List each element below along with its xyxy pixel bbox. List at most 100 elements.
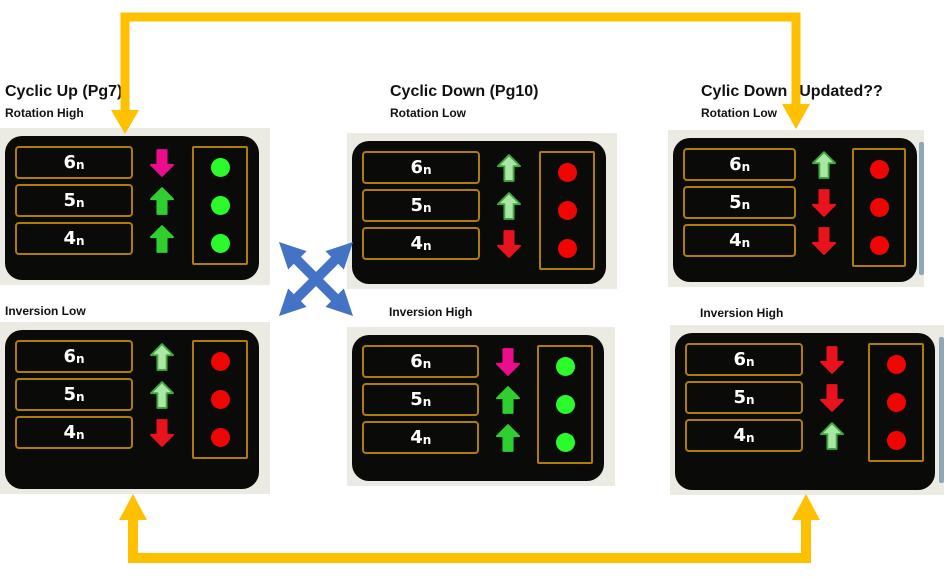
channel-label: 6 <box>733 348 746 370</box>
status-dot <box>210 352 230 371</box>
up-arrow-icon <box>150 340 174 373</box>
up-arrow-icon <box>812 148 837 181</box>
up-arrow-icon <box>497 189 521 222</box>
channel-label-suffix: n <box>75 195 85 210</box>
green-light-icon <box>555 388 575 421</box>
green-light-icon <box>555 350 575 383</box>
channel-label: 5 <box>410 194 423 216</box>
channel-label: 6 <box>410 156 423 178</box>
red-light-icon <box>557 232 577 265</box>
channel-label: 5 <box>729 191 742 213</box>
status-dot <box>869 198 889 217</box>
channel-label: 4 <box>733 424 746 446</box>
title-part-1: Cylic Down <box>701 83 788 100</box>
panel-subtitle: Rotation Low <box>390 106 466 120</box>
title-inversion-low: Inversion Low <box>5 304 86 318</box>
channel-label-suffix: n <box>422 162 432 177</box>
panel-title: Cyclic Up (Pg7) <box>5 83 123 100</box>
title-part-2: Updated?? <box>799 83 883 100</box>
status-dot <box>869 160 889 179</box>
red-light-icon <box>210 383 230 416</box>
channel-label-suffix: n <box>75 427 85 442</box>
down-arrow-icon <box>820 343 844 376</box>
title-cyclic-down: Cyclic Down (Pg10) Rotation Low <box>390 82 538 120</box>
channel-label-suffix: n <box>75 233 85 248</box>
status-dot <box>555 433 575 452</box>
status-dot <box>210 158 230 177</box>
status-lights <box>192 340 248 459</box>
channel-label-suffix: n <box>741 159 751 174</box>
status-dot <box>210 390 230 409</box>
title-inversion-high-right: Inversion High <box>700 306 783 320</box>
channel-label: 6 <box>63 151 76 173</box>
status-dot <box>886 431 906 450</box>
title-cylic-down-updated: Cylic Down Updated?? Rotation Low <box>701 82 883 120</box>
title-cyclic-up: Cyclic Up (Pg7) Rotation High <box>5 82 122 120</box>
red-light-icon <box>869 229 889 262</box>
down-arrow-icon <box>150 146 174 179</box>
down-arrow-icon <box>497 227 521 260</box>
green-light-icon <box>210 151 230 184</box>
panel-subtitle: Rotation High <box>5 106 84 120</box>
up-arrow-icon <box>820 419 844 452</box>
channel-label: 5 <box>410 388 423 410</box>
title-inversion-high-middle: Inversion High <box>389 305 472 319</box>
status-dot <box>869 236 889 255</box>
green-light-icon <box>210 189 230 222</box>
channel-label-suffix: n <box>741 197 751 212</box>
channel-label: 4 <box>410 426 423 448</box>
status-dot <box>555 357 575 376</box>
channel-label: 4 <box>63 421 76 443</box>
channel-label: 6 <box>63 345 76 367</box>
channel-label-suffix: n <box>422 238 432 253</box>
panel-subtitle: Inversion High <box>700 306 784 320</box>
up-arrow-icon <box>150 184 174 217</box>
channel-label-suffix: n <box>745 430 755 445</box>
channel-label: 6 <box>729 153 742 175</box>
green-light-icon <box>210 227 230 260</box>
up-arrow-icon <box>150 378 174 411</box>
channel-label: 6 <box>410 350 423 372</box>
trend-arrows <box>133 340 191 449</box>
trend-arrows <box>479 345 537 454</box>
channel-label-suffix: n <box>422 356 432 371</box>
channel-label: 5 <box>63 189 76 211</box>
up-arrow-icon <box>496 383 521 416</box>
panel-title: Cylic Down Updated?? <box>701 82 883 101</box>
cross-swap-arrows <box>278 241 354 317</box>
down-arrow-icon <box>820 381 844 414</box>
panel-title: Cyclic Down (Pg10) <box>390 83 539 100</box>
channel-label-suffix: n <box>741 235 751 250</box>
status-lights <box>852 148 906 267</box>
channel-label: 4 <box>729 229 742 251</box>
window-edge-strip <box>939 337 944 483</box>
red-light-icon <box>210 421 230 454</box>
panel-subtitle: Rotation Low <box>701 106 777 120</box>
status-dot <box>210 234 230 253</box>
channel-label: 5 <box>733 386 746 408</box>
channel-label: 4 <box>63 227 76 249</box>
channel-label-suffix: n <box>75 389 85 404</box>
up-arrow-icon <box>496 421 521 454</box>
channel-label: 4 <box>410 232 423 254</box>
